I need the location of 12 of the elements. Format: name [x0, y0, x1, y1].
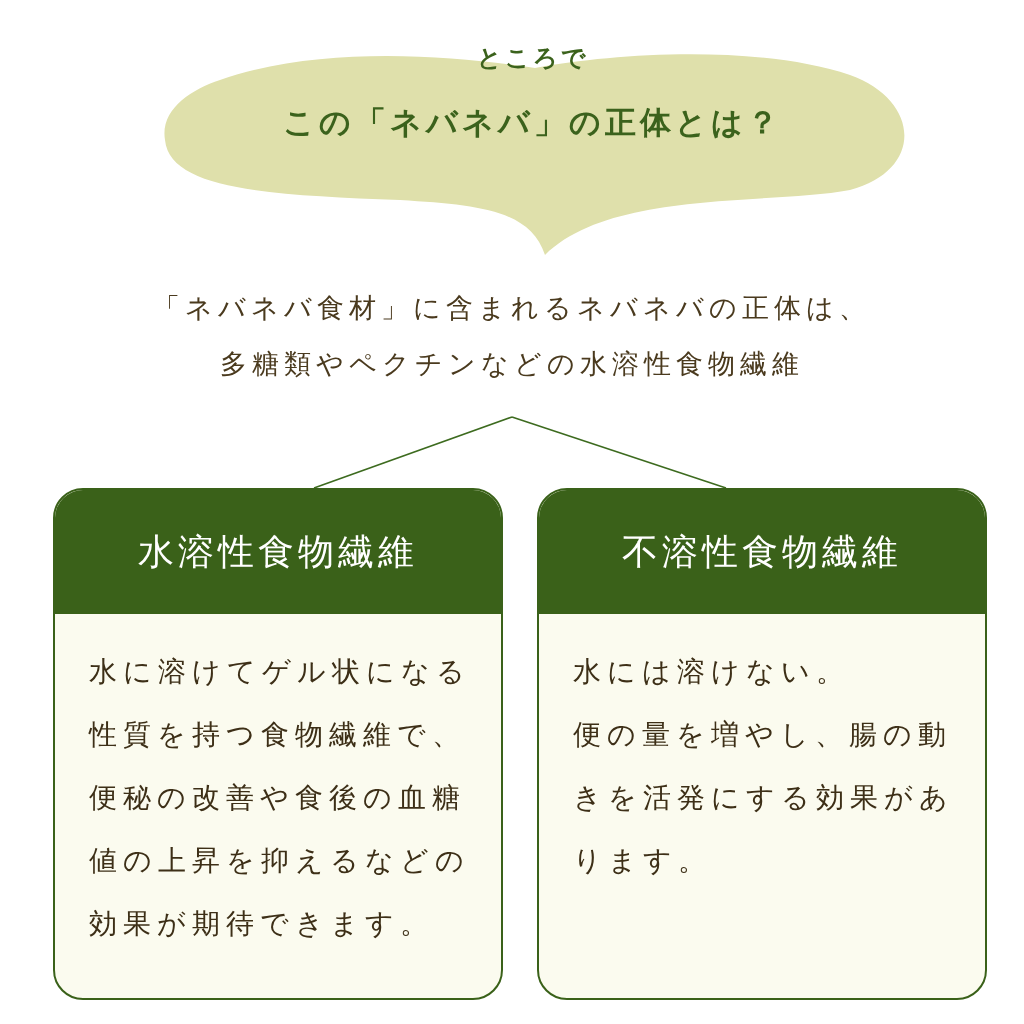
info-card — [53, 488, 503, 1000]
card-header: 不溶性食物繊維 — [539, 490, 985, 614]
card-header: 水溶性食物繊維 — [55, 490, 501, 614]
card-text: 便の量を増やし、腸の動きを活発にする効果があります。 — [573, 717, 955, 879]
bubble-title: この「ネバネバ」の正体とは？ — [282, 103, 783, 142]
card-text: 水には溶けない。 — [573, 654, 851, 690]
card-text: 水に溶けてゲル状になる性質を持つ食物繊維で、便秘の改善や食後の血糖値の上昇を抑えるなどの効果が期待できます。 — [89, 654, 472, 942]
connector-line — [511, 416, 727, 489]
info-card — [537, 488, 987, 1000]
bubble-text: ところで — [475, 43, 590, 74]
intro-text: 「ネバネバ食材」に含まれるネバネバの正体は、多糖類やペクチンなどの水溶性食物繊維 — [152, 291, 872, 381]
connector-line — [313, 416, 513, 489]
